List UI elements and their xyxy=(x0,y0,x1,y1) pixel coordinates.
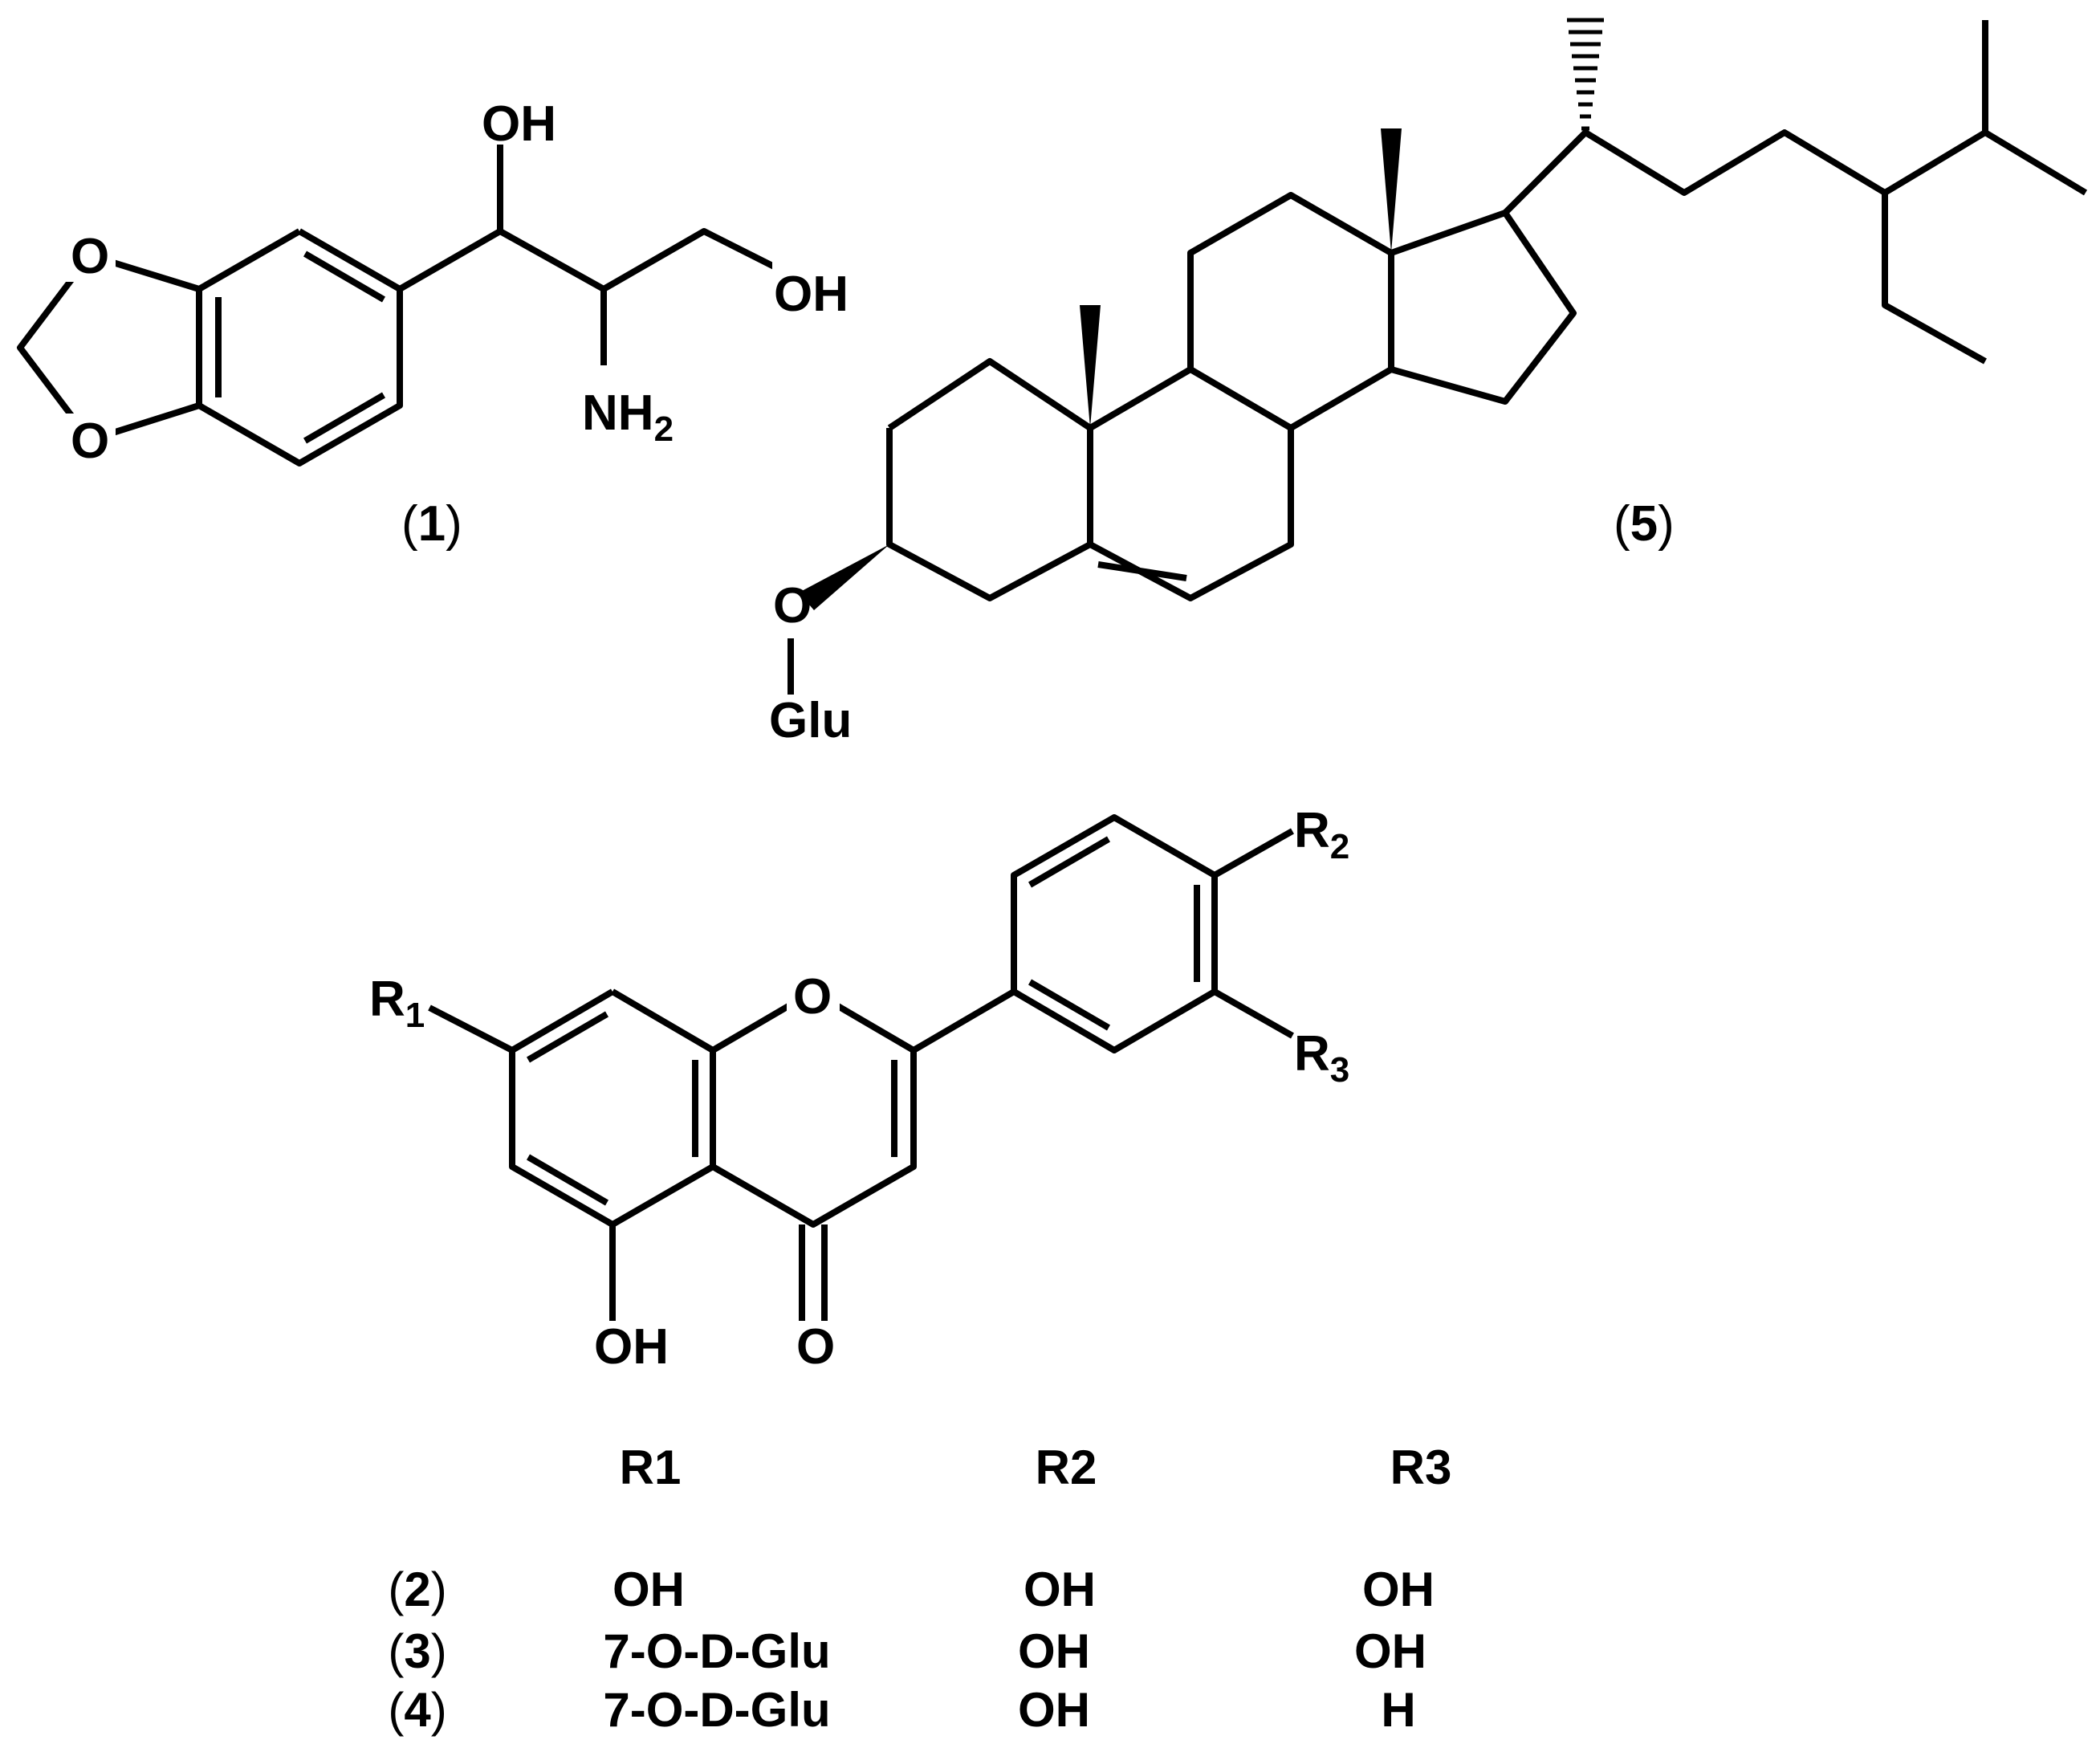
table-row-compound-number: (3) xyxy=(388,1624,446,1678)
compound-1-structure xyxy=(17,145,861,467)
c5-side-chain xyxy=(1503,129,2088,215)
c5-oxygen-label: O xyxy=(773,578,812,634)
c1-ring-oxygen-bottom: O xyxy=(71,414,109,469)
c1-ring-oxygen-top: O xyxy=(71,229,109,284)
c5-double-bond xyxy=(1097,561,1187,581)
flav-double-bond xyxy=(526,1154,609,1206)
flav-ring-oxygen-label: O xyxy=(793,969,832,1025)
compound-5-label: (5) xyxy=(1614,496,1675,552)
flav-oh-label: OH xyxy=(594,1319,669,1375)
c1-nh2-label: NH2 xyxy=(582,385,674,449)
c5-glu-label: Glu xyxy=(769,693,852,748)
c1-dioxole-ring xyxy=(17,252,201,443)
flav-r2-label: R2 xyxy=(1294,803,1349,866)
table-cell-r2: OH xyxy=(1024,1563,1096,1616)
flav-r1-bond xyxy=(428,1004,514,1053)
c5-ring-b xyxy=(1088,366,1294,601)
table-cell-r2: OH xyxy=(1018,1624,1090,1678)
c5-methyl-wedge xyxy=(1080,305,1101,428)
flav-double-bond xyxy=(1028,979,1111,1031)
table-cell-r2: OH xyxy=(1018,1683,1090,1737)
c5-ethyl-bond xyxy=(1882,193,1987,365)
table-header-r3: R3 xyxy=(1390,1440,1452,1494)
table-cell-r3: H xyxy=(1381,1683,1415,1737)
c1-oh-top-label: OH xyxy=(482,96,556,152)
compound-5-structure xyxy=(788,18,2088,695)
flav-ring-b xyxy=(1011,814,1218,1053)
c1-side-chain xyxy=(398,228,804,292)
table-row-compound-number: (4) xyxy=(388,1683,446,1737)
table-cell-r3: OH xyxy=(1354,1624,1426,1678)
c1-double-bond xyxy=(303,392,386,444)
c5-ring-a xyxy=(886,358,1093,601)
table-cell-r1: OH xyxy=(612,1563,685,1616)
flav-keto-oxygen-label: O xyxy=(796,1319,835,1375)
table-cell-r3: OH xyxy=(1362,1563,1435,1616)
flav-double-bond xyxy=(526,1011,609,1063)
flav-r3-bond xyxy=(1213,988,1294,1039)
table-row-compound-number: (2) xyxy=(388,1563,446,1616)
compound-1-label: (1) xyxy=(401,496,462,552)
substituent-table: R1 R2 R3 (2) OH OH OH (3) 7-O-D-Glu OH O… xyxy=(388,1440,1451,1737)
c5-ring-d xyxy=(1390,210,1577,405)
c1-double-bond xyxy=(303,251,386,303)
flav-r2-bond xyxy=(1213,828,1294,878)
flavone-structure xyxy=(428,814,1294,1321)
c5-methyl-wedge xyxy=(1381,128,1402,253)
flav-r1-label: R1 xyxy=(369,972,425,1035)
c1-benzene-ring xyxy=(196,228,403,467)
c5-hashed-bond xyxy=(1567,18,1604,131)
flav-bc-bond xyxy=(911,988,1016,1053)
flav-ring-c xyxy=(710,988,917,1228)
table-cell-r1: 7-O-D-Glu xyxy=(603,1683,830,1737)
table-header-r1: R1 xyxy=(620,1440,682,1494)
c5-oxygen-wedge xyxy=(799,544,889,610)
flav-double-bond xyxy=(1028,836,1111,888)
table-header-r2: R2 xyxy=(1036,1440,1097,1494)
table-cell-r1: 7-O-D-Glu xyxy=(603,1624,830,1678)
flav-ring-a xyxy=(509,988,716,1228)
c5-ring-c xyxy=(1187,192,1394,431)
c1-oh-right-label: OH xyxy=(774,267,849,322)
flav-r3-label: R3 xyxy=(1294,1026,1349,1090)
